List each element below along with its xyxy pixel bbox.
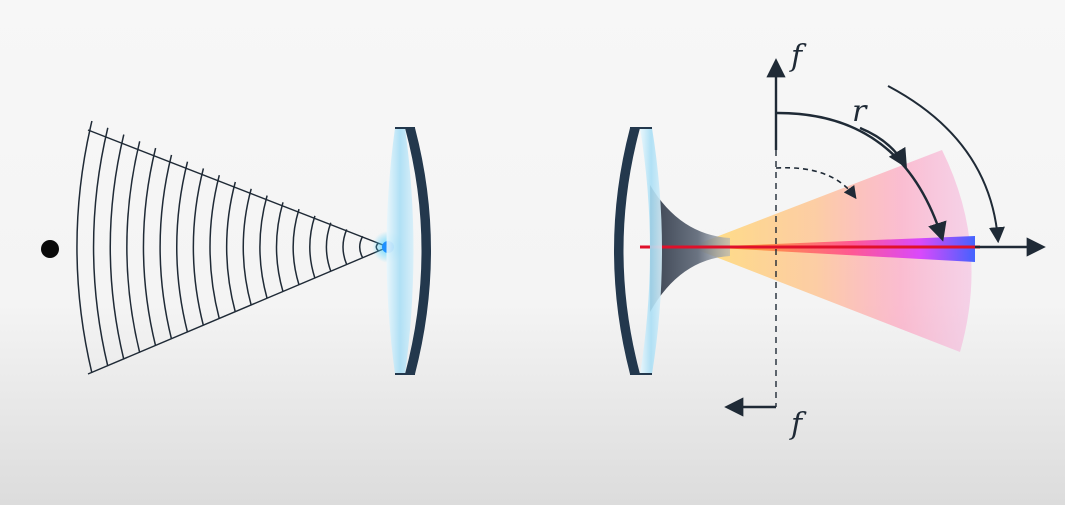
wavefront-arc	[92, 127, 109, 367]
wavefront-arc	[159, 154, 173, 340]
angle-arc-dashed	[775, 166, 857, 200]
wavefront-arc	[325, 222, 332, 272]
wavefront-arc	[275, 202, 284, 292]
right-lens	[614, 127, 662, 375]
wavefront-arc	[342, 229, 348, 265]
wavefront-arc	[292, 208, 300, 286]
source-point	[41, 240, 59, 258]
cone-lower-edge	[87, 246, 389, 375]
wavefront-arc	[358, 235, 364, 259]
wavefront-arc	[309, 215, 316, 279]
wavefront-arc	[142, 147, 157, 347]
wavefront-arc	[126, 141, 141, 353]
wavefront-arc	[209, 175, 221, 319]
left-lens	[386, 127, 431, 375]
wavefront-arc	[109, 134, 125, 360]
wavefront-arc	[259, 195, 268, 299]
cone-upper-edge	[87, 129, 389, 248]
wavefront-arc	[225, 181, 237, 313]
beam-core	[700, 236, 975, 262]
angle-arc-mid-arrow	[859, 126, 907, 169]
wavefront-arc	[76, 120, 93, 374]
label-f-top: f	[789, 39, 807, 74]
wavefront-arc	[242, 188, 252, 306]
angle-arc-outer	[887, 85, 1005, 244]
label-f-bottom: f	[789, 407, 807, 442]
wavefront-arc	[192, 168, 205, 326]
wavefront-cone	[76, 120, 380, 374]
wavefront-arc	[176, 161, 189, 333]
angle-arc-main	[775, 111, 947, 242]
label-r: r	[852, 94, 868, 129]
